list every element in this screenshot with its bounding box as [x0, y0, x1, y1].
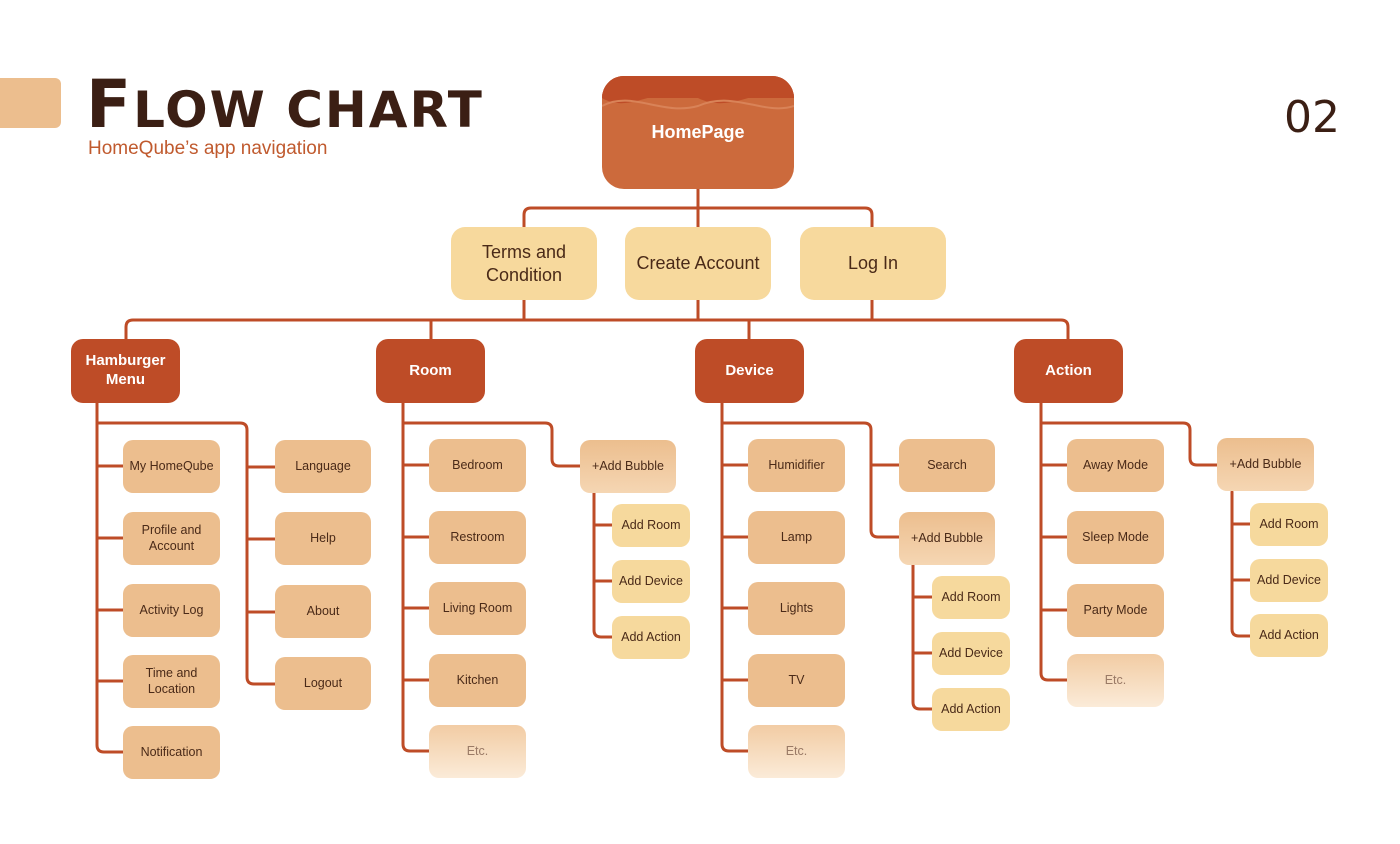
logout-node: Logout	[275, 657, 371, 710]
living-room-node: Living Room	[429, 582, 526, 635]
humidifier-node: Humidifier	[748, 439, 845, 492]
device-etc-node: Etc.	[748, 725, 845, 778]
action-add-bubble-node: +Add Bubble	[1217, 438, 1314, 491]
log-in-node: Log In	[800, 227, 946, 300]
action-etc-node: Etc.	[1067, 654, 1164, 707]
page-number: 02	[1284, 92, 1340, 143]
my-homeqube-node: My HomeQube	[123, 440, 220, 493]
notification-node: Notification	[123, 726, 220, 779]
device-add-room-node: Add Room	[932, 576, 1010, 619]
lamp-node: Lamp	[748, 511, 845, 564]
connector-level1-categories	[124, 298, 1070, 341]
away-mode-node: Away Mode	[1067, 439, 1164, 492]
room-node: Room	[376, 339, 485, 403]
about-node: About	[275, 585, 371, 638]
room-etc-node: Etc.	[429, 725, 526, 778]
search-node: Search	[899, 439, 995, 492]
action-node: Action	[1014, 339, 1123, 403]
connector-action	[1039, 401, 1252, 682]
time-and-location-node: Time and Location	[123, 655, 220, 708]
connector-room	[401, 401, 614, 753]
connector-home-level1	[522, 187, 874, 229]
room-add-device-node: Add Device	[612, 560, 690, 603]
device-add-bubble-node: +Add Bubble	[899, 512, 995, 565]
action-add-room-node: Add Room	[1250, 503, 1328, 546]
header-accent-bar	[0, 78, 61, 128]
party-mode-node: Party Mode	[1067, 584, 1164, 637]
room-add-room-node: Add Room	[612, 504, 690, 547]
activity-log-node: Activity Log	[123, 584, 220, 637]
kitchen-node: Kitchen	[429, 654, 526, 707]
room-add-bubble-node: +Add Bubble	[580, 440, 676, 493]
bedroom-node: Bedroom	[429, 439, 526, 492]
action-add-action-node: Add Action	[1250, 614, 1328, 657]
device-add-action-node: Add Action	[932, 688, 1010, 731]
tv-node: TV	[748, 654, 845, 707]
action-add-device-node: Add Device	[1250, 559, 1328, 602]
create-account-node: Create Account	[625, 227, 771, 300]
page-subtitle: HomeQube’s app navigation	[88, 138, 328, 159]
restroom-node: Restroom	[429, 511, 526, 564]
connector-device	[720, 401, 934, 753]
sleep-mode-node: Sleep Mode	[1067, 511, 1164, 564]
profile-and-account-node: Profile and Account	[123, 512, 220, 565]
hamburger-menu-node: Hamburger Menu	[71, 339, 180, 403]
language-node: Language	[275, 440, 371, 493]
lights-node: Lights	[748, 582, 845, 635]
homepage-node: HomePage	[602, 76, 794, 189]
connector-hamburger	[95, 401, 277, 754]
wave-decoration	[602, 76, 794, 110]
help-node: Help	[275, 512, 371, 565]
device-node: Device	[695, 339, 804, 403]
room-add-action-node: Add Action	[612, 616, 690, 659]
page-title: FLOW CHART	[86, 66, 484, 143]
device-add-device-node: Add Device	[932, 632, 1010, 675]
terms-and-condition-node: Terms and Condition	[451, 227, 597, 300]
